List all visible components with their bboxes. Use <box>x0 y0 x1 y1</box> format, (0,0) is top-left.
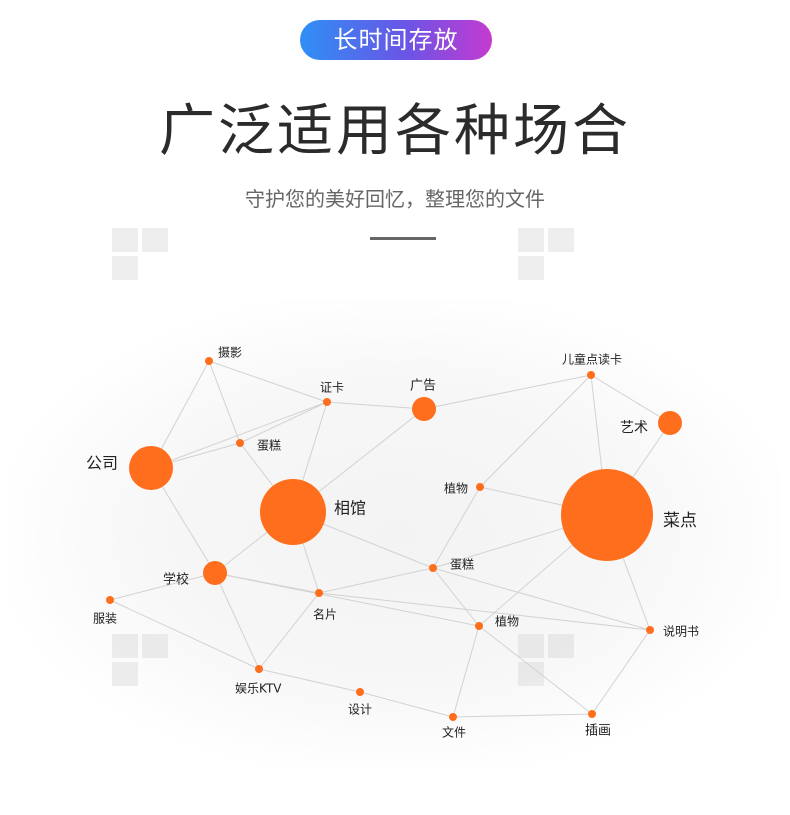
edge-zhengka-dangao1 <box>239 401 328 444</box>
node-wenjian <box>449 713 457 721</box>
edge-chahua-shuomingshu <box>591 629 651 715</box>
node-ertong <box>587 371 595 379</box>
edge-zhiwu1-dangao2 <box>432 486 481 569</box>
edge-sheying-zhengka <box>208 360 328 403</box>
node-label-dangao1: 蛋糕 <box>257 439 281 453</box>
node-label-shuomingshu: 说明书 <box>663 624 699 639</box>
node-label-wenjian: 文件 <box>442 725 466 740</box>
edge-ertong-yishu <box>590 374 671 424</box>
badge-text: 长时间存放 <box>333 26 459 54</box>
edge-zhengka-gongsi <box>150 401 328 469</box>
node-label-chahua: 插画 <box>585 724 611 739</box>
node-yishu <box>658 411 682 435</box>
node-mingpian <box>315 589 323 597</box>
edge-dangao2-mingpian <box>318 567 434 594</box>
node-label-fuzhuang: 服装 <box>93 612 117 626</box>
node-label-yishu: 艺术 <box>620 420 648 436</box>
title-divider <box>370 237 436 240</box>
node-shuomingshu <box>646 626 654 634</box>
node-label-guanggao: 广告 <box>410 379 436 394</box>
node-label-yule: 娱乐KTV <box>235 682 282 696</box>
node-xiangguan <box>260 479 326 545</box>
diagram-background <box>10 300 780 770</box>
edge-guanggao-ertong <box>423 374 592 410</box>
edge-mingpian-shuomingshu <box>318 592 651 631</box>
node-gongsi <box>129 446 173 490</box>
badge-pill: 长时间存放 <box>300 20 492 60</box>
node-label-mingpian: 名片 <box>313 607 337 622</box>
edge-dangao2-shuomingshu <box>432 567 651 631</box>
node-sheying <box>205 357 213 365</box>
edge-zhiwu2-chahua <box>478 625 593 715</box>
page-subtitle: 守护您的美好回忆，整理您的文件 <box>245 187 545 211</box>
edge-ertong-zhiwu1 <box>479 374 592 488</box>
edge-xuexiao-yule <box>214 572 260 670</box>
node-caidian <box>561 469 653 561</box>
edge-mingpian-yule <box>258 592 320 670</box>
node-zhiwu1 <box>476 483 484 491</box>
edge-xuexiao-zhiwu2 <box>214 572 480 627</box>
node-label-ertong: 儿童点读卡 <box>562 352 622 367</box>
node-fuzhuang <box>106 596 114 604</box>
node-zhengka <box>323 398 331 406</box>
edge-yule-sheji <box>258 668 361 693</box>
node-zhiwu2 <box>475 622 483 630</box>
node-layer <box>106 357 682 721</box>
edge-fuzhuang-yule <box>109 599 260 670</box>
node-sheji <box>356 688 364 696</box>
node-label-dangao2: 蛋糕 <box>450 558 474 572</box>
edge-wenjian-chahua <box>452 713 593 718</box>
node-guanggao <box>412 397 436 421</box>
edge-sheji-wenjian <box>359 691 454 718</box>
node-chahua <box>588 710 596 718</box>
node-label-xuexiao: 学校 <box>163 572 189 588</box>
node-label-zhengka: 证卡 <box>320 381 344 395</box>
label-layer: 摄影证卡广告儿童点读卡艺术公司蛋糕相馆植物菜点学校蛋糕服装名片植物说明书娱乐KT… <box>86 345 699 740</box>
edge-zhiwu2-wenjian <box>452 625 480 718</box>
page-title: 广泛适用各种场合 <box>159 99 631 164</box>
edge-sheying-dangao1 <box>208 360 241 444</box>
node-dangao2 <box>429 564 437 572</box>
node-yule <box>255 665 263 673</box>
edge-xuexiao-fuzhuang <box>109 572 216 601</box>
node-label-caidian: 菜点 <box>663 511 697 531</box>
node-label-zhiwu2: 植物 <box>495 614 519 629</box>
node-label-zhiwu1: 植物 <box>444 481 468 496</box>
node-xuexiao <box>203 561 227 585</box>
node-dangao1 <box>236 439 244 447</box>
node-label-gongsi: 公司 <box>86 454 118 473</box>
node-label-sheji: 设计 <box>348 703 372 717</box>
edge-dangao2-zhiwu2 <box>432 567 480 627</box>
edge-zhengka-guanggao <box>326 401 425 410</box>
node-label-sheying: 摄影 <box>218 345 242 360</box>
node-label-xiangguan: 相馆 <box>334 499 366 518</box>
